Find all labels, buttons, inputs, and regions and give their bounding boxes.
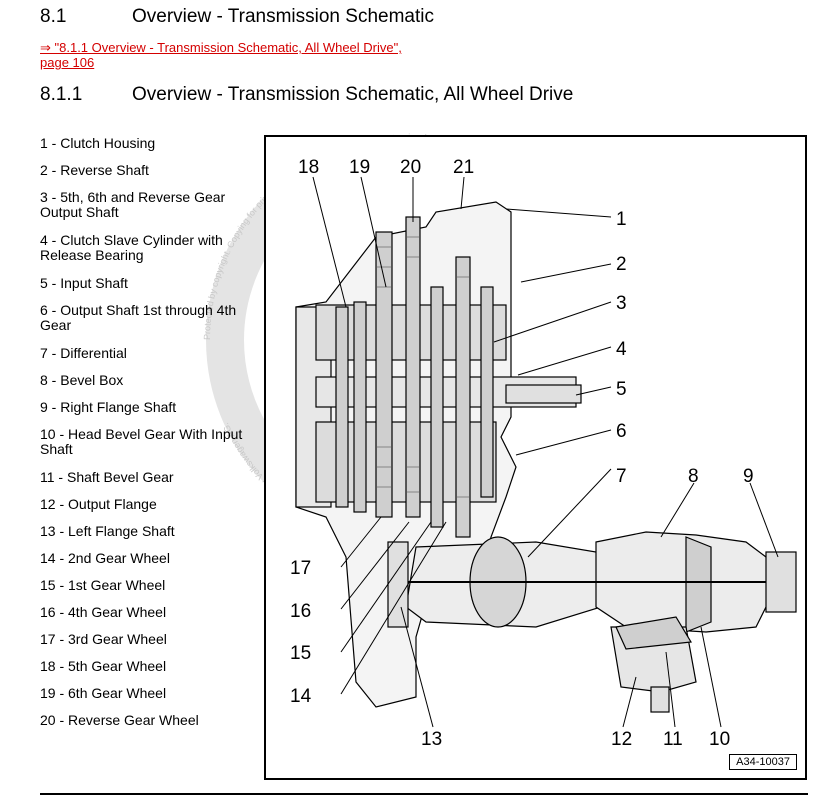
section-title: Overview - Transmission Schematic	[132, 6, 434, 27]
legend-item: 13 - Left Flange Shaft	[40, 523, 175, 539]
legend-item: 4 - Clutch Slave Cylinder with Release B…	[40, 232, 223, 263]
legend-item: 8 - Bevel Box	[40, 372, 124, 388]
callout-21: 21	[453, 157, 474, 178]
right-flange	[765, 551, 797, 613]
callout-9: 9	[743, 466, 754, 487]
legend-item: 15 - 1st Gear Wheel	[40, 577, 166, 593]
legend-item: 6 - Output Shaft 1st through 4th Gear	[40, 302, 237, 333]
callout-6: 6	[616, 421, 627, 442]
legend-item: 20 - Reverse Gear Wheel	[40, 712, 199, 728]
gear-wheels	[335, 216, 494, 538]
legend-item: 11 - Shaft Bevel Gear	[40, 469, 174, 485]
output-shaft-stub	[650, 686, 670, 713]
callout-3: 3	[616, 293, 627, 314]
legend-item: 5 - Input Shaft	[40, 275, 128, 291]
legend-item: 9 - Right Flange Shaft	[40, 399, 177, 415]
legend-item: 18 - 5th Gear Wheel	[40, 658, 167, 674]
callout-17: 17	[290, 558, 311, 579]
legend-item: 17 - 3rd Gear Wheel	[40, 631, 167, 647]
leader-lines	[312, 176, 779, 728]
gear-hatching	[376, 236, 470, 498]
legend-item: 12 - Output Flange	[40, 496, 157, 512]
callout-4: 4	[616, 339, 627, 360]
callout-16: 16	[290, 601, 311, 622]
subsection-link-page[interactable]: page 106	[40, 55, 95, 70]
callout-1: 1	[616, 209, 627, 230]
shaft-bevel-gear	[615, 616, 692, 650]
subsection-link[interactable]: ⇒ "8.1.1 Overview - Transmission Schemat…	[40, 40, 402, 70]
transmission-drawing: 1 2 3 4 5 6 7 8 9 10 11 12 13 14 15 16 1…	[290, 157, 797, 750]
callout-18: 18	[298, 157, 319, 178]
page-bottom-rule	[40, 793, 808, 795]
input-shaft-drawing	[505, 384, 582, 404]
callout-8: 8	[688, 466, 699, 487]
legend-item: 16 - 4th Gear Wheel	[40, 604, 167, 620]
left-flange	[387, 541, 409, 628]
legend-item: 7 - Differential	[40, 345, 127, 361]
subsection-title: Overview - Transmission Schematic, All W…	[132, 84, 574, 105]
legend-item: 3 - 5th, 6th and Reverse Gear Output Sha…	[40, 189, 226, 220]
legend-item: 19 - 6th Gear Wheel	[40, 685, 167, 701]
callout-19: 19	[349, 157, 370, 178]
transmission-schematic-figure: 1 2 3 4 5 6 7 8 9 10 11 12 13 14 15 16 1…	[264, 135, 807, 780]
callout-13: 13	[421, 729, 442, 750]
figure-id-label: A34-10037	[729, 754, 797, 770]
callout-2: 2	[616, 254, 627, 275]
callout-7: 7	[616, 466, 627, 487]
callout-14: 14	[290, 686, 312, 707]
section-number: 8.1	[40, 6, 67, 27]
legend-item: 1 - Clutch Housing	[40, 135, 156, 151]
legend-item: 14 - 2nd Gear Wheel	[40, 550, 170, 566]
legend-item: 2 - Reverse Shaft	[40, 162, 149, 178]
subsection-number: 8.1.1	[40, 84, 83, 105]
callout-10: 10	[709, 729, 730, 750]
head-bevel-gear	[685, 536, 712, 633]
legend-item: 10 - Head Bevel Gear With Input Shaft	[40, 426, 243, 457]
callout-20: 20	[400, 157, 421, 178]
callout-5: 5	[616, 379, 627, 400]
callout-11: 11	[663, 729, 683, 750]
subsection-link-line1[interactable]: ⇒ "8.1.1 Overview - Transmission Schemat…	[40, 40, 402, 55]
callout-15: 15	[290, 643, 311, 664]
callout-12: 12	[611, 729, 632, 750]
